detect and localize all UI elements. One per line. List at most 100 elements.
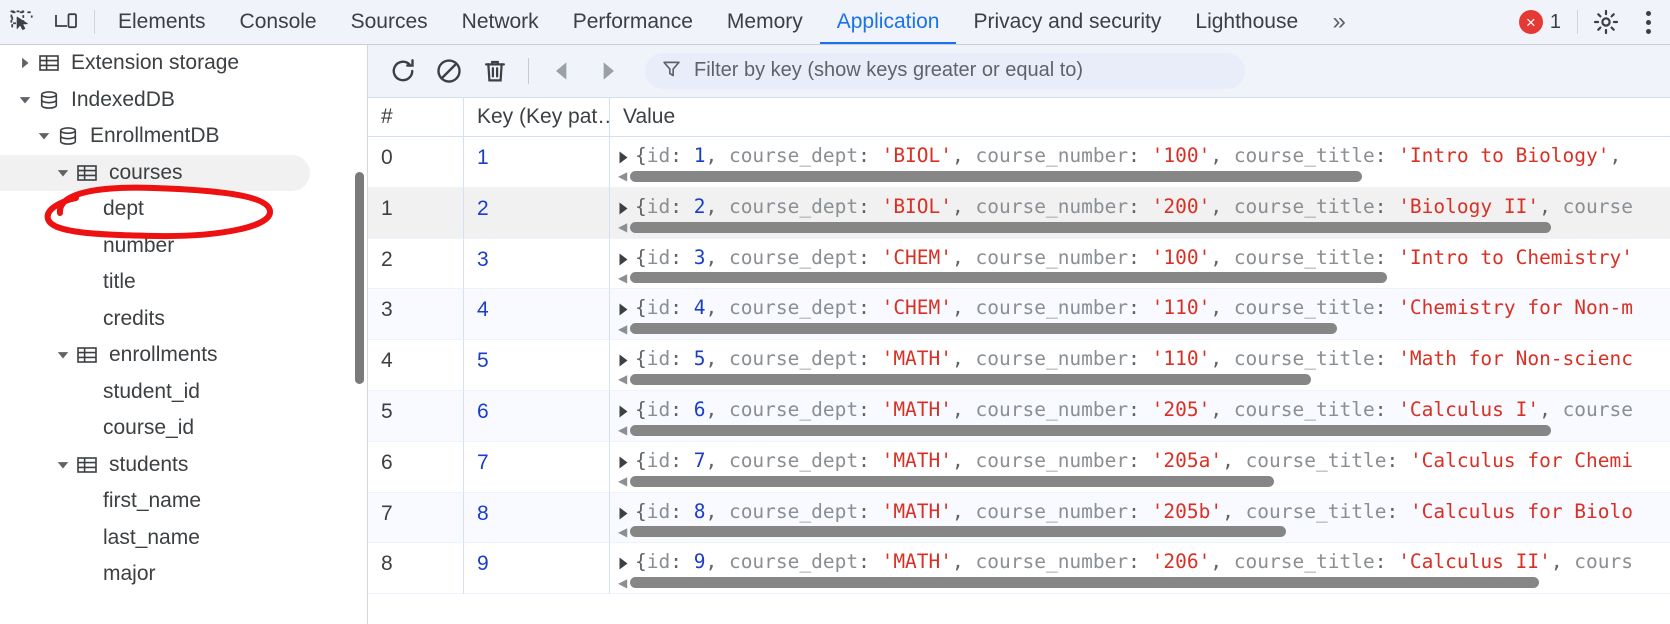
row-value-cell[interactable]: {id: 6, course_dept: 'MATH', course_numb… — [610, 391, 1670, 442]
row-value-cell[interactable]: {id: 9, course_dept: 'MATH', course_numb… — [610, 543, 1670, 595]
row-horizontal-scrollbar[interactable]: ◀▶ — [618, 221, 1670, 233]
row-value-cell[interactable]: {id: 5, course_dept: 'MATH', course_numb… — [610, 340, 1670, 391]
sidebar-item-course-id[interactable]: course_id — [0, 410, 367, 447]
key-link[interactable]: 5 — [477, 349, 489, 373]
row-horizontal-scrollbar[interactable]: ◀▶ — [618, 524, 1670, 539]
scroll-left-arrow-icon[interactable]: ◀ — [618, 524, 628, 539]
sidebar-item-dept[interactable]: dept — [0, 191, 367, 228]
scrollbar-thumb[interactable] — [630, 424, 1552, 436]
column-header-key[interactable]: Key (Key pat… — [464, 98, 610, 136]
row-key-cell[interactable]: 3 — [464, 238, 610, 290]
tab-application[interactable]: Application — [819, 0, 957, 44]
more-tabs-chevron-icon[interactable]: » — [1315, 0, 1363, 44]
sidebar-item-extension-storage[interactable]: Extension storage — [0, 45, 367, 82]
scroll-left-arrow-icon[interactable]: ◀ — [618, 474, 628, 489]
row-key-cell[interactable]: 8 — [464, 492, 610, 544]
kebab-menu-icon[interactable] — [1628, 0, 1668, 44]
row-key-cell[interactable]: 6 — [464, 390, 610, 442]
scrollbar-track[interactable] — [630, 221, 1670, 233]
row-key-cell[interactable]: 9 — [464, 543, 610, 595]
key-link[interactable]: 2 — [477, 196, 489, 220]
delete-selected-icon[interactable] — [472, 48, 518, 94]
chevron-down-icon[interactable] — [52, 162, 74, 184]
chevron-down-icon[interactable] — [52, 344, 74, 366]
row-horizontal-scrollbar[interactable]: ◀▶ — [618, 474, 1670, 489]
scroll-left-arrow-icon[interactable]: ◀ — [618, 169, 628, 184]
key-link[interactable]: 6 — [477, 399, 489, 423]
row-value-cell[interactable]: {id: 3, course_dept: 'CHEM', course_numb… — [610, 239, 1670, 290]
column-header-value[interactable]: Value — [623, 105, 676, 128]
scrollbar-thumb[interactable] — [630, 170, 1362, 182]
key-link[interactable]: 4 — [477, 298, 489, 322]
sidebar-item-enrollmentdb[interactable]: EnrollmentDB — [0, 118, 367, 155]
tab-elements[interactable]: Elements — [101, 0, 223, 44]
key-link[interactable]: 3 — [477, 247, 489, 271]
row-horizontal-scrollbar[interactable]: ◀▶ — [618, 321, 1670, 336]
sidebar-vertical-scrollbar[interactable] — [355, 172, 364, 384]
expand-triangle-icon[interactable] — [618, 253, 629, 269]
row-value-cell[interactable]: {id: 7, course_dept: 'MATH', course_numb… — [610, 442, 1670, 493]
scrollbar-thumb[interactable] — [630, 323, 1337, 335]
row-horizontal-scrollbar[interactable]: ◀▶ — [618, 270, 1670, 285]
row-value-cell[interactable]: {id: 1, course_dept: 'BIOL', course_numb… — [610, 137, 1670, 188]
row-value-cell[interactable]: {id: 8, course_dept: 'MATH', course_numb… — [610, 493, 1670, 544]
next-page-icon[interactable] — [585, 48, 631, 94]
tab-network[interactable]: Network — [445, 0, 556, 44]
expand-triangle-icon[interactable] — [618, 354, 629, 370]
sidebar-item-indexeddb[interactable]: IndexedDB — [0, 82, 367, 119]
row-value-cell[interactable]: {id: 4, course_dept: 'CHEM', course_numb… — [610, 289, 1670, 341]
chevron-down-icon[interactable] — [33, 125, 55, 147]
row-key-cell[interactable]: 4 — [464, 289, 610, 341]
scrollbar-track[interactable] — [630, 272, 1670, 284]
scrollbar-thumb[interactable] — [630, 221, 1552, 233]
scroll-left-arrow-icon[interactable]: ◀ — [618, 270, 628, 285]
chevron-right-icon[interactable] — [14, 52, 36, 74]
column-header-index[interactable]: # — [368, 98, 464, 136]
scrollbar-track[interactable] — [630, 170, 1670, 182]
scrollbar-track[interactable] — [630, 373, 1670, 385]
row-horizontal-scrollbar[interactable]: ◀▶ — [618, 169, 1670, 184]
row-key-cell[interactable]: 5 — [464, 340, 610, 391]
device-toolbar-icon[interactable] — [44, 0, 88, 44]
scrollbar-track[interactable] — [630, 577, 1670, 589]
scrollbar-thumb[interactable] — [630, 577, 1539, 589]
scrollbar-track[interactable] — [630, 475, 1670, 487]
gear-icon[interactable] — [1584, 0, 1628, 44]
scroll-left-arrow-icon[interactable]: ◀ — [618, 321, 628, 336]
row-key-cell[interactable]: 1 — [464, 137, 610, 188]
tab-privacy-and-security[interactable]: Privacy and security — [956, 0, 1178, 44]
expand-triangle-icon[interactable] — [618, 456, 629, 472]
scroll-left-arrow-icon[interactable]: ◀ — [618, 372, 628, 387]
scrollbar-track[interactable] — [630, 526, 1670, 538]
sidebar-item-major[interactable]: major — [0, 556, 367, 593]
scrollbar-thumb[interactable] — [630, 526, 1287, 538]
filter-input-wrapper[interactable]: Filter by key (show keys greater or equa… — [645, 52, 1245, 89]
tab-memory[interactable]: Memory — [710, 0, 820, 44]
scrollbar-thumb[interactable] — [630, 373, 1312, 385]
sidebar-item-courses[interactable]: courses — [0, 154, 310, 191]
sidebar-item-title[interactable]: title — [0, 264, 367, 301]
sidebar-item-enrollments[interactable]: enrollments — [0, 337, 367, 374]
scroll-left-arrow-icon[interactable]: ◀ — [618, 575, 628, 590]
refresh-icon[interactable] — [380, 48, 426, 94]
scrollbar-track[interactable] — [630, 323, 1670, 335]
tab-lighthouse[interactable]: Lighthouse — [1178, 0, 1315, 44]
expand-triangle-icon[interactable] — [618, 151, 629, 167]
tab-sources[interactable]: Sources — [334, 0, 445, 44]
clear-object-store-icon[interactable] — [426, 48, 472, 94]
row-key-cell[interactable]: 7 — [464, 441, 610, 493]
key-link[interactable]: 1 — [477, 146, 489, 169]
error-count-badge[interactable]: × 1 — [1509, 10, 1571, 34]
sidebar-item-first-name[interactable]: first_name — [0, 483, 367, 520]
scroll-left-arrow-icon[interactable]: ◀ — [618, 423, 628, 438]
sidebar-item-students[interactable]: students — [0, 447, 367, 484]
scrollbar-thumb[interactable] — [630, 475, 1274, 487]
expand-triangle-icon[interactable] — [618, 202, 629, 218]
